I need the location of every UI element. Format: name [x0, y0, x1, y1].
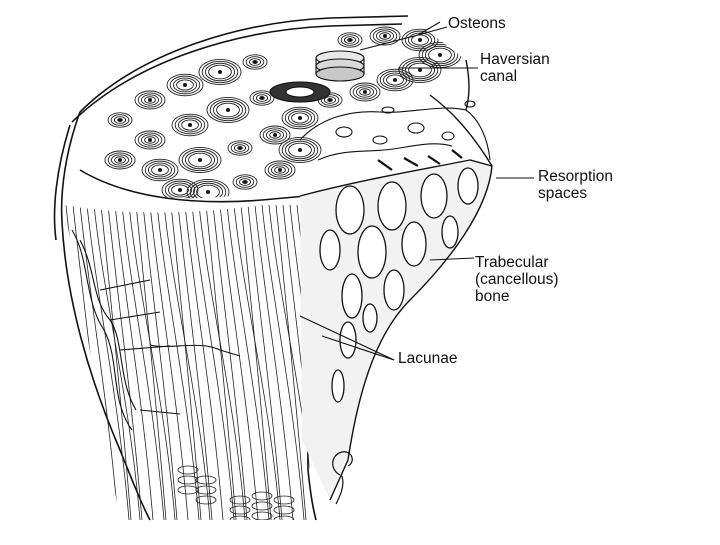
lamella-line [206, 205, 236, 520]
osteon-center [328, 98, 331, 101]
resorption-hole [458, 168, 478, 204]
lamella-line [227, 205, 269, 520]
lamella-line [220, 205, 258, 520]
osteon-center [298, 116, 301, 119]
osteon-center [148, 138, 151, 141]
osteon-center [393, 78, 396, 81]
resorption-hole [358, 226, 386, 278]
osteon-center [273, 133, 276, 136]
osteon-center [238, 146, 241, 149]
osteon-center [148, 98, 151, 101]
osteon-center [243, 180, 246, 183]
cortical-lamellae [66, 205, 339, 524]
osteon-tube-ring [178, 486, 198, 494]
lamella-line [157, 205, 199, 520]
osteon-center [348, 38, 351, 41]
trabecular-bone [296, 150, 496, 510]
resorption-hole [402, 222, 426, 266]
lamella-line [171, 205, 201, 520]
osteon-center [226, 108, 229, 111]
label-trabecular-bone: Trabecular (cancellous) bone [475, 254, 559, 305]
osteon-center [158, 168, 161, 171]
haversian-canal-stack [270, 51, 364, 102]
osteon-center [218, 70, 221, 73]
resorption-hole [342, 274, 362, 318]
label-haversian-canal: Haversian canal [480, 51, 550, 85]
osteon-center [278, 168, 281, 171]
osteon-tube-ring [252, 502, 272, 510]
osteon-tube-ring [274, 516, 294, 524]
lamella-line [136, 205, 166, 520]
osteon-tube-ring [230, 496, 250, 504]
osteon-center [118, 118, 121, 121]
osteon-center [363, 90, 366, 93]
resorption-hole [332, 370, 344, 402]
lamella-line [122, 205, 164, 520]
resorption-hole [378, 182, 406, 230]
resorption-hole [442, 216, 458, 248]
osteon-tube-ring [178, 466, 198, 474]
lamella-line [241, 205, 271, 520]
label-osteons: Osteons [448, 15, 506, 32]
resorption-surface [300, 101, 490, 170]
osteon-center [118, 158, 121, 161]
osteon-tube-ring [274, 506, 294, 514]
lamella-line [115, 205, 153, 520]
resorption-hole [320, 230, 340, 270]
osteon-center [198, 158, 201, 161]
osteon-tube-ring [196, 486, 216, 494]
lamella-line [101, 205, 131, 520]
lamella-line [73, 205, 107, 520]
label-lacunae: Lacunae [398, 350, 457, 367]
osteon-center [438, 53, 441, 56]
resorption-hole [363, 304, 377, 332]
osteon-center [183, 83, 186, 86]
osteon-center [298, 148, 301, 151]
osteon-center [178, 188, 181, 191]
lamella-line [262, 205, 304, 520]
lamella-line [150, 205, 188, 520]
osteon-center [206, 190, 209, 193]
label-resorption-spaces: Resorption spaces [538, 168, 613, 202]
resorption-hole [421, 174, 447, 218]
osteon-center [260, 96, 263, 99]
lamella-line [192, 205, 234, 520]
osteon-center [253, 60, 256, 63]
osteon-center [418, 38, 421, 41]
resorption-hole [384, 270, 404, 310]
lamella-line [87, 205, 129, 520]
resorption-hole [336, 186, 364, 234]
lamella-line [255, 205, 293, 520]
lamella-line [185, 205, 223, 520]
osteon-center [188, 123, 191, 126]
periosteal-vessels [72, 230, 240, 430]
osteon-center [383, 34, 386, 37]
osteon-center [418, 68, 421, 71]
resorption-hole [340, 322, 356, 358]
